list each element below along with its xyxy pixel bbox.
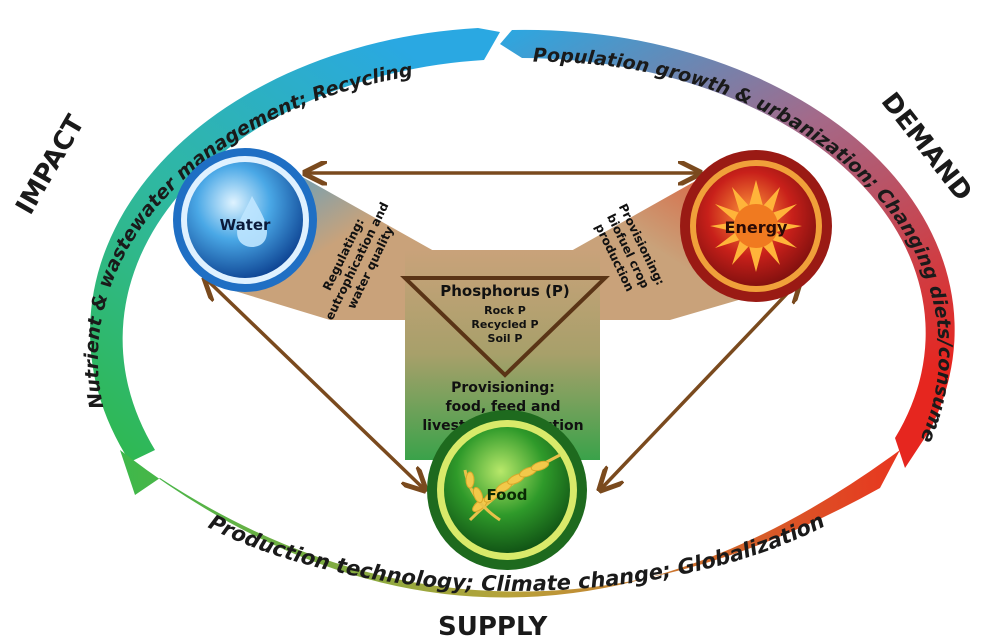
- connection-arrows: [205, 173, 800, 490]
- food-label: Food: [487, 486, 528, 504]
- water-drop-icon: [237, 196, 268, 247]
- energy-node: Energy: [680, 150, 832, 302]
- phosphorus-item-recycled: Recycled P: [471, 318, 538, 331]
- svg-text:Provisioning:: Provisioning:: [451, 380, 555, 396]
- food-node: Food: [427, 410, 587, 570]
- phosphorus-item-rock: Rock P: [484, 304, 526, 317]
- energy-label: Energy: [725, 218, 789, 237]
- sun-icon: [710, 180, 802, 272]
- wheat-icon: [463, 453, 561, 522]
- arrow-water-food: [205, 278, 425, 490]
- demand-arc: [500, 29, 955, 468]
- water-label: Water: [220, 216, 271, 234]
- impact-arc: [90, 28, 500, 462]
- outer-ring: [90, 28, 955, 598]
- supply-arc: [120, 450, 900, 598]
- phosphorus-item-soil: Soil P: [488, 332, 523, 345]
- supply-heading: SUPPLY: [438, 612, 548, 642]
- svg-text:food, feed and: food, feed and: [446, 399, 561, 415]
- phosphorus-triangle: Phosphorus (P) Rock P Recycled P Soil P: [400, 276, 610, 378]
- arrow-energy-food: [600, 280, 800, 490]
- phosphorus-title: Phosphorus (P): [440, 282, 570, 300]
- water-node: Water: [173, 148, 317, 292]
- band-food-arm: [405, 250, 600, 460]
